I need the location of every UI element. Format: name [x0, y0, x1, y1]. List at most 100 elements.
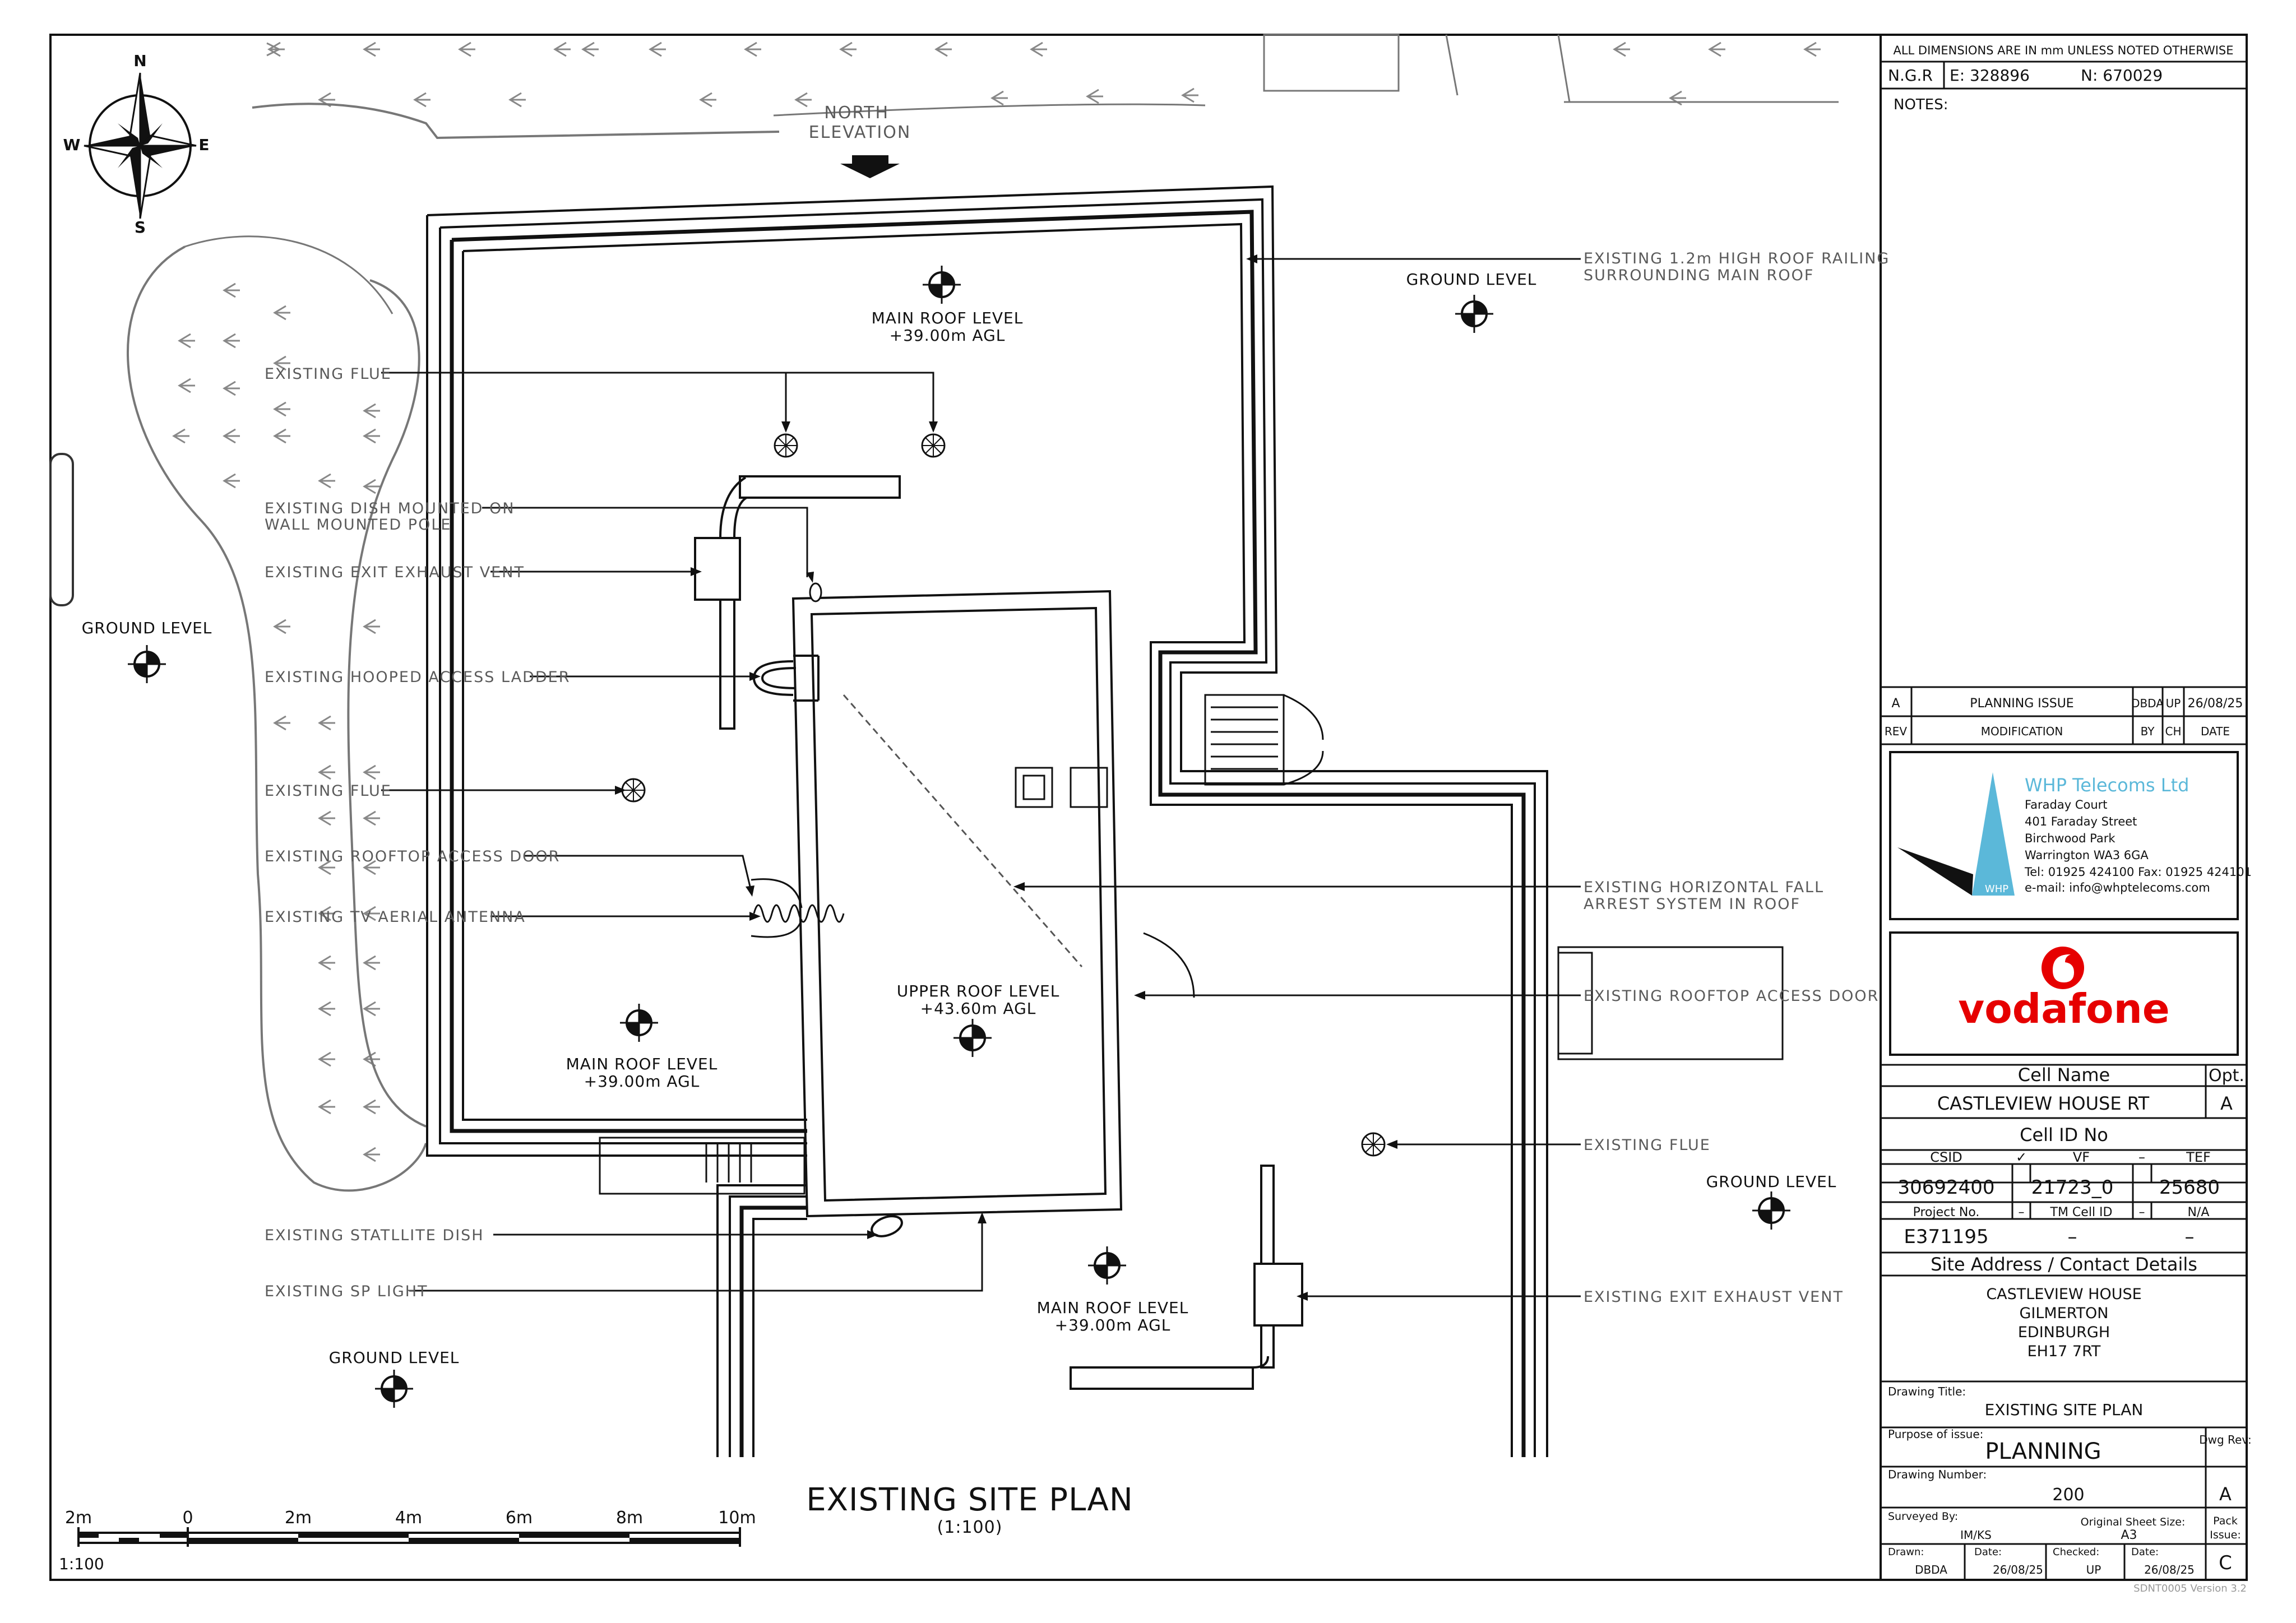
rev-a-ch: UP — [2166, 697, 2181, 710]
compass-s: S — [135, 218, 146, 237]
level-marker-icon — [128, 645, 166, 683]
tef-header: TEF — [2186, 1149, 2211, 1165]
traffic-arrow-icon — [508, 92, 526, 108]
whp-logo: WHP WHP Telecoms Ltd Faraday Court 401 F… — [1897, 772, 2252, 896]
fall-arrest-line — [843, 694, 1083, 967]
tef-value: 25680 — [2159, 1176, 2220, 1199]
traffic-arrow-icon — [318, 473, 335, 489]
compass-n: N — [133, 52, 146, 70]
traffic-arrow-icon — [273, 715, 290, 731]
ground-level-top-right: GROUND LEVEL — [1406, 270, 1537, 289]
traffic-arrow-icon — [267, 41, 285, 57]
label-dish-on-pole-2: WALL MOUNTED POLE — [265, 516, 451, 534]
level-marker-icon — [923, 266, 961, 304]
annotation-leaders — [381, 258, 1581, 1297]
plan-scale: (1:100) — [937, 1518, 1003, 1537]
traffic-arrow-icon — [172, 428, 189, 444]
drawing-title-label: Drawing Title: — [1888, 1385, 1966, 1398]
label-satellite-dish: EXISTING STATLLITE DISH — [265, 1227, 484, 1244]
main-roof-level-top: MAIN ROOF LEVEL+39.00m AGL — [872, 309, 1024, 345]
traffic-arrow-icon — [363, 41, 380, 57]
road-edge — [1557, 34, 1571, 103]
level-markers — [128, 266, 1790, 1408]
drawing-title: EXISTING SITE PLAN — [1985, 1401, 2144, 1419]
traffic-arrow-icon — [363, 1001, 380, 1017]
label-tv-aerial: EXISTING TV AERIAL ANTENNA — [265, 908, 526, 926]
drawing-number-value: 200 — [2052, 1485, 2084, 1505]
flue-icon — [921, 433, 946, 458]
company-address-4: Warrington WA3 6GA — [2025, 848, 2149, 862]
rev-header: REV — [1885, 725, 1908, 738]
label-rooftop-door-right: EXISTING ROOFTOP ACCESS DOOR — [1584, 987, 1879, 1005]
project-no-header: Project No. — [1913, 1205, 1980, 1219]
traffic-arrow-icon — [649, 41, 666, 57]
traffic-arrow-icon — [363, 906, 380, 921]
flue-symbols — [621, 433, 1386, 1157]
csid-header: CSID — [1930, 1149, 1962, 1165]
drawn-label: Drawn: — [1888, 1546, 1924, 1558]
kerb-detail — [49, 453, 74, 606]
traffic-arrow-icon — [363, 1099, 380, 1115]
scale-tick: 2m — [65, 1508, 92, 1528]
ground-level-left: GROUND LEVEL — [82, 619, 212, 637]
flue-icon — [774, 433, 798, 458]
flue-icon — [1361, 1132, 1386, 1157]
label-exhaust-vent-right: EXISTING EXIT EXHAUST VENT — [1584, 1288, 1844, 1306]
tm-cell-id-value: – — [2068, 1226, 2077, 1248]
traffic-arrow-icon — [839, 41, 857, 57]
traffic-arrow-icon — [318, 764, 335, 780]
address-line-3: EDINBURGH — [2018, 1324, 2110, 1341]
main-roof-level-bottom: MAIN ROOF LEVEL+39.00m AGL — [1037, 1299, 1189, 1334]
main-roof-outline — [426, 185, 1548, 1457]
dwg-rev-value: A — [2219, 1483, 2232, 1505]
drawn-date-label: Date: — [1974, 1546, 2002, 1558]
traffic-arrow-icon — [273, 428, 290, 444]
ngr-northing: N: 670029 — [2081, 66, 2163, 85]
traffic-arrow-icon — [1181, 87, 1198, 103]
footpath-outer2 — [184, 235, 394, 314]
traffic-arrow-icon — [363, 810, 380, 826]
site-plan: NORTH ELEVATION N S E W EXISTING FLUE EX… — [49, 34, 1888, 1573]
exhaust-vent-right — [1070, 1165, 1303, 1390]
label-existing-flue-1: EXISTING FLUE — [265, 365, 392, 383]
label-sp-light: EXISTING SP LIGHT — [265, 1283, 428, 1300]
upper-roof-level: UPPER ROOF LEVEL+43.60m AGL — [897, 982, 1060, 1018]
address-line-1: CASTLEVIEW HOUSE — [1986, 1286, 2141, 1303]
traffic-arrow-icon — [223, 473, 240, 489]
traffic-arrow-icon — [223, 333, 240, 349]
sheet-size-label: Original Sheet Size: — [2081, 1516, 2186, 1528]
scale-tick: 2m — [285, 1508, 312, 1528]
rev-a-by: DBDA — [2131, 697, 2164, 710]
left-annotations: EXISTING FLUE EXISTING DISH MOUNTED ON W… — [265, 365, 570, 1300]
traffic-arrow-icon — [318, 860, 335, 875]
whp-logo-mark: WHP — [1985, 883, 2008, 895]
checked-date-label: Date: — [2131, 1546, 2159, 1558]
purpose-label: Purpose of issue: — [1888, 1427, 1983, 1441]
traffic-arrow-icon — [1030, 41, 1047, 57]
cell-details: Cell Name Opt. CASTLEVIEW HOUSE RT A Cel… — [1888, 1064, 2252, 1594]
traffic-arrow-icon — [553, 41, 571, 57]
traffic-arrow-icon — [178, 378, 195, 393]
scale-tick: 6m — [506, 1508, 533, 1528]
traffic-arrow-icon — [363, 403, 380, 419]
opt-value: A — [2220, 1093, 2233, 1114]
level-labels: MAIN ROOF LEVEL+39.00m AGL MAIN ROOF LEV… — [82, 270, 1837, 1367]
plan-title: EXISTING SITE PLAN — [806, 1482, 1133, 1518]
rev-a-modification: PLANNING ISSUE — [1970, 697, 2073, 711]
main-roof-level-left: MAIN ROOF LEVEL+39.00m AGL — [566, 1055, 718, 1091]
label-existing-flue-2: EXISTING FLUE — [265, 782, 392, 800]
site-address-label: Site Address / Contact Details — [1931, 1254, 2197, 1275]
hooped-access-ladder — [752, 655, 820, 702]
ngr-easting: E: 328896 — [1950, 66, 2030, 85]
traffic-arrow-icon — [1708, 41, 1725, 57]
ch-header: CH — [2165, 725, 2181, 738]
by-header: BY — [2141, 725, 2155, 738]
drawn-by: DBDA — [1915, 1563, 1947, 1576]
traffic-arrow-icon — [458, 41, 475, 57]
scale-bar-ticks: 2m 0 2m 4m 6m 8m 10m — [65, 1508, 756, 1528]
ground-level-right: GROUND LEVEL — [1706, 1172, 1837, 1191]
label-dish-on-pole: EXISTING DISH MOUNTED ON — [265, 500, 515, 517]
ngr-label: N.G.R — [1888, 66, 1933, 85]
traffic-arrow-icon — [273, 619, 290, 634]
